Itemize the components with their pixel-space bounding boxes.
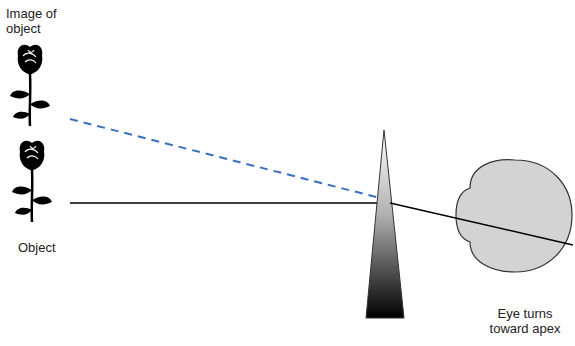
image-label: Image of object [6,6,68,36]
object-rose [12,141,52,222]
prism [366,130,404,318]
virtual-ray [70,119,384,199]
eye [456,160,572,272]
image-rose [10,45,50,126]
refracted-ray [390,203,573,245]
incident-ray [70,202,390,204]
eye-caption: Eye turns toward apex [482,306,568,336]
object-label: Object [18,240,78,255]
